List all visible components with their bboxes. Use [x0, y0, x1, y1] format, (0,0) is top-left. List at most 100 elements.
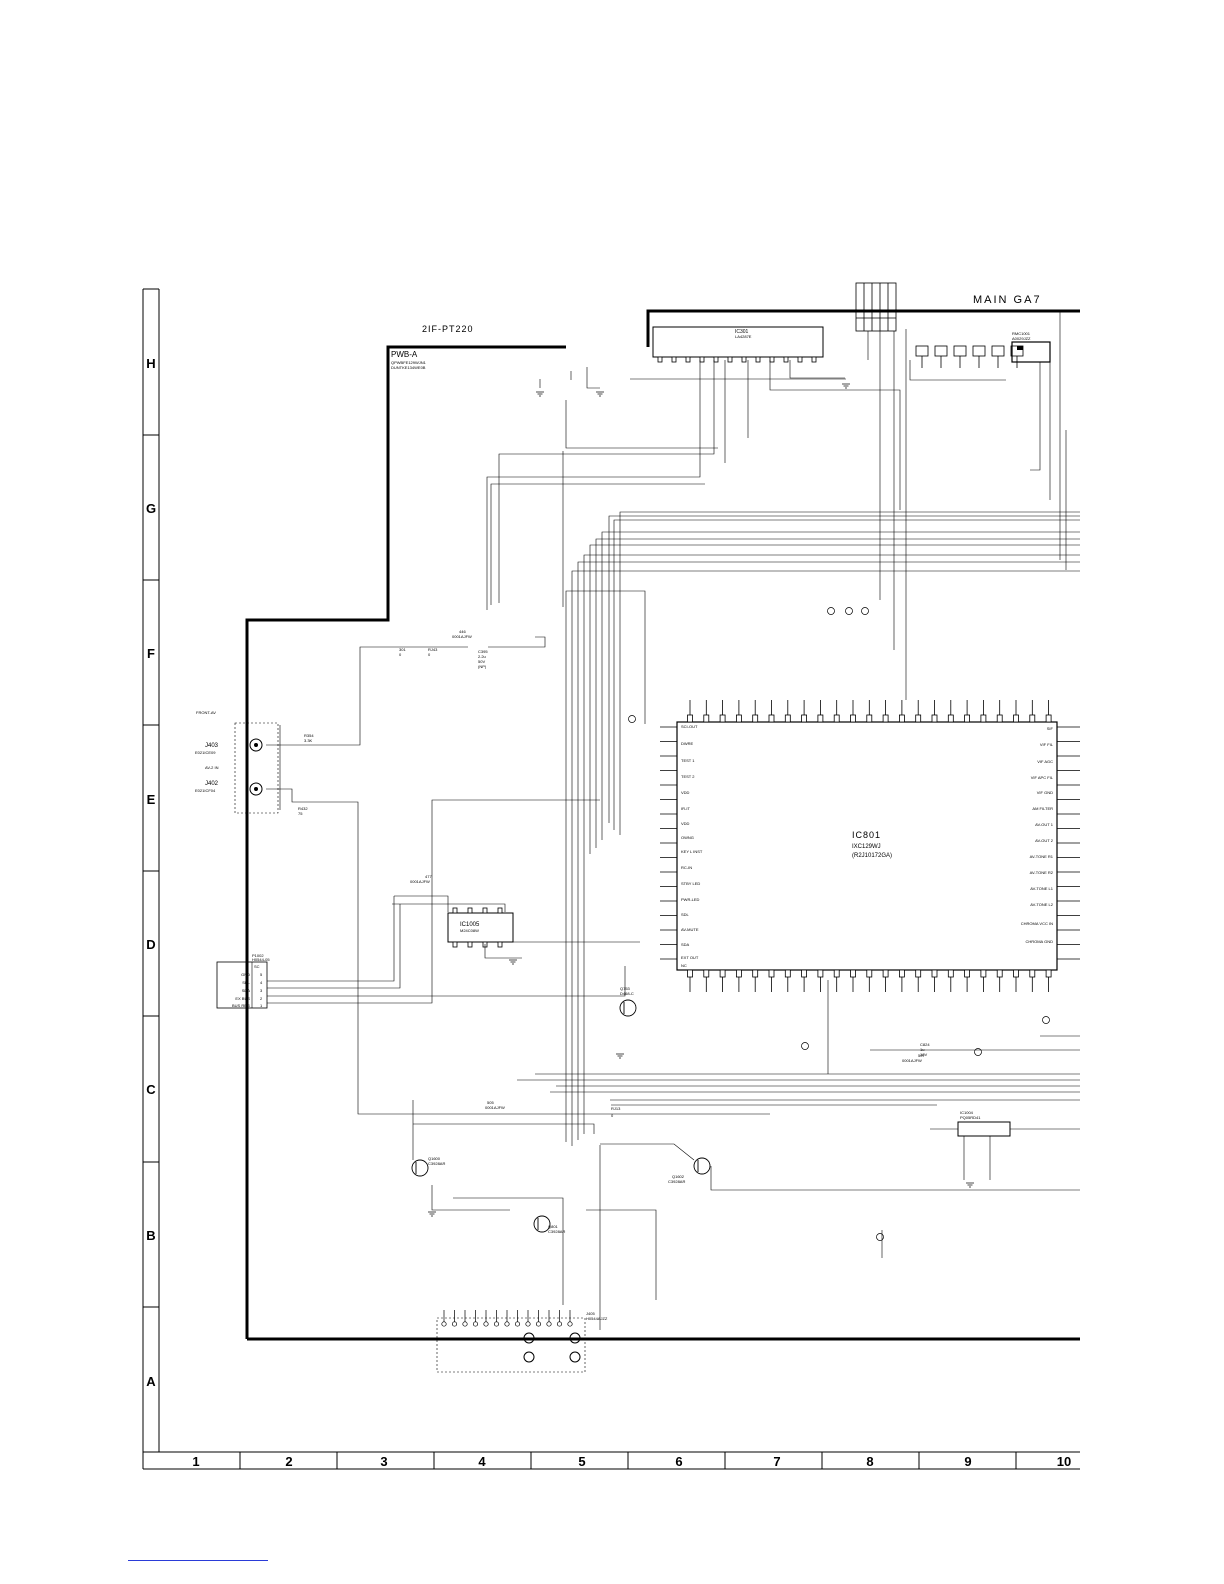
- svg-text:Q1600: Q1600: [428, 1156, 441, 1161]
- row-label-g: G: [146, 501, 156, 516]
- svg-text:AV-OUT 2: AV-OUT 2: [1035, 838, 1054, 843]
- svg-text:0001AJFW: 0001AJFW: [410, 879, 430, 884]
- svg-text:AV-TONE R1: AV-TONE R1: [1030, 854, 1054, 859]
- ic801-left-pin-labels: SCI-OUT DWRE TEST 1 TEST 2 VDD IR-IT VDD…: [681, 724, 703, 968]
- svg-text:VIF APC FIL: VIF APC FIL: [1031, 775, 1054, 780]
- rmc1001-receiver: RMC1001 A0029JZZ: [1011, 331, 1051, 363]
- svg-text:BUS REG: BUS REG: [232, 1003, 250, 1008]
- schematic-markers: [428, 383, 1050, 1241]
- tuner-label: 2IF-PT220: [422, 324, 474, 334]
- svg-text:0001AJFW: 0001AJFW: [902, 1058, 922, 1063]
- col-label-6: 6: [675, 1454, 682, 1469]
- j405-connector: J405 H0544AJZZ: [436, 1310, 608, 1373]
- col-label-5: 5: [578, 1454, 585, 1469]
- svg-text:P1002: P1002: [252, 953, 264, 958]
- svg-text:507: 507: [918, 1053, 925, 1058]
- ic801-bottom-pin: [833, 969, 840, 978]
- ic801-bottom-pin: [703, 969, 710, 978]
- svg-text:0001AJFW: 0001AJFW: [485, 1105, 505, 1110]
- ic801-bottom-pin: [850, 969, 856, 978]
- row-label-c: C: [146, 1082, 156, 1097]
- pwb-label: PWB-A: [391, 350, 418, 359]
- svg-text:IR-IT: IR-IT: [681, 806, 690, 811]
- svg-text:H0544-05: H0544-05: [252, 957, 270, 962]
- svg-text:Q1602: Q1602: [672, 1174, 685, 1179]
- ic801-chip: IC801 IXC129WJ (R2J10172GA): [676, 721, 1058, 971]
- svg-text:J403: J403: [205, 743, 219, 749]
- svg-text:AV-TONE L2: AV-TONE L2: [1030, 902, 1054, 907]
- svg-text:KEY L INST: KEY L INST: [681, 849, 703, 854]
- svg-text:STBY LED: STBY LED: [681, 881, 700, 886]
- svg-text:H0544AJZZ: H0544AJZZ: [586, 1316, 608, 1321]
- svg-text:VDD: VDD: [681, 790, 690, 795]
- ic801-top-pin: [817, 714, 824, 723]
- svg-text:E021ICE09: E021ICE09: [195, 750, 216, 755]
- svg-text:4: 4: [260, 980, 263, 985]
- ic801-bottom-pin: [996, 969, 1003, 978]
- svg-text:AV-MUTE: AV-MUTE: [681, 927, 699, 932]
- p1002-connector: P1002 H0544-05 SC GND SDL SDA EX BUS BUS…: [216, 953, 270, 1009]
- col-label-4: 4: [478, 1454, 486, 1469]
- svg-text:VDD: VDD: [681, 821, 690, 826]
- svg-text:EX BUS: EX BUS: [235, 996, 250, 1001]
- col-label-10: 10: [1057, 1454, 1071, 1469]
- col-label-8: 8: [866, 1454, 873, 1469]
- main-board-label: MAIN GA7: [973, 294, 1042, 306]
- ic801-bottom-pin: [866, 969, 873, 978]
- footer-link-underline: [128, 1560, 268, 1561]
- svg-text:DWRE: DWRE: [681, 741, 694, 746]
- svg-text:CHROMA VCC IN: CHROMA VCC IN: [1021, 921, 1053, 926]
- row-label-d: D: [146, 937, 155, 952]
- svg-text:C3928AR: C3928AR: [428, 1161, 445, 1166]
- svg-text:0: 0: [428, 652, 431, 657]
- svg-text:J402: J402: [205, 781, 219, 787]
- svg-text:(NP): (NP): [478, 664, 487, 669]
- svg-text:VIF FIL: VIF FIL: [1040, 742, 1054, 747]
- row-label-h: H: [146, 356, 155, 371]
- ic801-top-pin: [833, 714, 840, 723]
- svg-text:PQ05RD41: PQ05RD41: [960, 1115, 981, 1120]
- ic801-top-pin: [736, 714, 742, 723]
- svg-text:IC301: IC301: [735, 329, 749, 335]
- ic801-bottom-pin: [964, 969, 970, 978]
- ic801-bottom-pin: [768, 969, 775, 978]
- svg-text:0: 0: [611, 1113, 614, 1118]
- top-connector: [855, 282, 897, 332]
- row-label-e: E: [147, 792, 156, 807]
- ic801-bottom-pin: [980, 969, 987, 978]
- svg-text:C3928AR: C3928AR: [548, 1229, 565, 1234]
- svg-text:TEST 2: TEST 2: [681, 774, 695, 779]
- col-label-3: 3: [380, 1454, 387, 1469]
- svg-text:50V: 50V: [478, 659, 485, 664]
- svg-text:505: 505: [487, 1100, 494, 1105]
- component-labels: 446 0001AJFW C395 2.2u 50V (NP) 301 0 RJ…: [399, 629, 930, 1118]
- svg-text:C395: C395: [478, 649, 488, 654]
- ic801-bottom-pin: [736, 969, 742, 978]
- ic801-top-pin: [964, 714, 970, 723]
- col-label-9: 9: [964, 1454, 971, 1469]
- ic801-bottom-pin: [899, 969, 905, 978]
- svg-text:GND: GND: [241, 972, 250, 977]
- svg-text:E021ICF04: E021ICF04: [195, 788, 216, 793]
- svg-text:2: 2: [260, 996, 263, 1001]
- col-label-1: 1: [192, 1454, 199, 1469]
- ic801-top-pin: [703, 714, 710, 723]
- col-label-2: 2: [285, 1454, 292, 1469]
- svg-text:SCI-OUT: SCI-OUT: [681, 724, 698, 729]
- ic801-top-pin: [980, 714, 987, 723]
- svg-text:AM FILTER: AM FILTER: [1032, 806, 1053, 811]
- svg-text:RC-IN: RC-IN: [681, 865, 692, 870]
- ic801-top-pin: [931, 714, 938, 723]
- svg-text:LA4287E: LA4287E: [735, 334, 752, 339]
- transistor-q753: Q753 D468-C: [619, 986, 637, 1017]
- svg-text:0: 0: [399, 652, 402, 657]
- svg-text:RJ43: RJ43: [428, 647, 438, 652]
- ic801-top-pin: [752, 714, 759, 723]
- svg-text:A0029JZZ: A0029JZZ: [1012, 336, 1031, 341]
- svg-text:16V: 16V: [920, 1052, 927, 1057]
- transistor-q1600: Q1600 C3928AR: [411, 1156, 445, 1177]
- svg-text:VIF GND: VIF GND: [1037, 790, 1053, 795]
- row-labels: H G F E D C B A: [146, 356, 156, 1389]
- svg-text:0001AJFW: 0001AJFW: [452, 634, 472, 639]
- svg-text:C824: C824: [920, 1042, 930, 1047]
